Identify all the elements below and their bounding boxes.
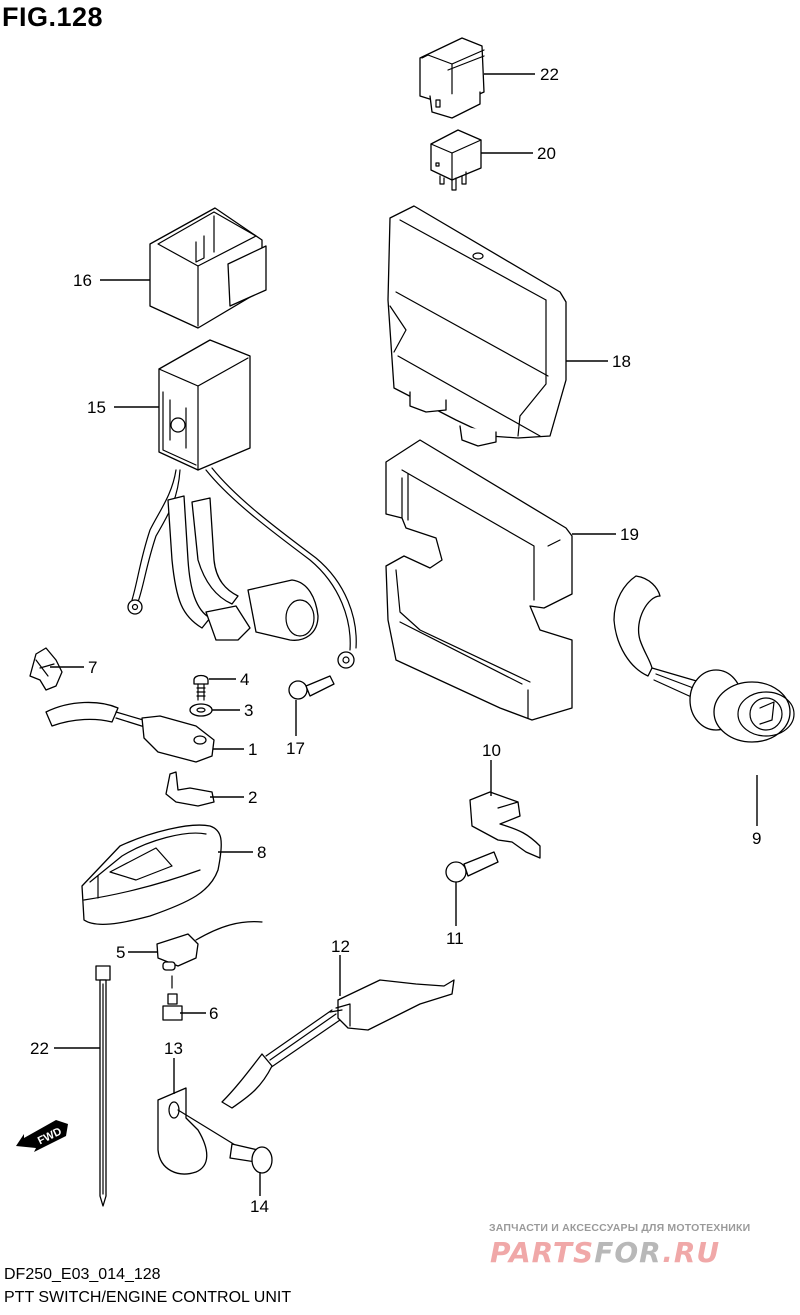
- callout-11[interactable]: 11: [446, 929, 464, 948]
- part-9-switch-assembly[interactable]: [613, 575, 795, 743]
- callout-18[interactable]: 18: [612, 352, 631, 371]
- part-20-relay[interactable]: [430, 129, 482, 191]
- part-6-screw[interactable]: [162, 975, 183, 1021]
- callout-17[interactable]: 17: [286, 739, 305, 758]
- part-5-micro-switch[interactable]: [156, 921, 263, 971]
- callout-13[interactable]: 13: [164, 1039, 183, 1058]
- watermark-logo-ru: .RU: [662, 1236, 721, 1269]
- part-11-bolt[interactable]: [445, 851, 499, 883]
- callout-21[interactable]: 22: [540, 65, 559, 84]
- watermark-logo-parts: PARTS: [490, 1236, 595, 1269]
- callout-7[interactable]: 7: [88, 658, 97, 677]
- part-12-switch-harness[interactable]: [221, 979, 455, 1109]
- fwd-arrow-icon: FWD: [16, 1120, 68, 1152]
- figure-code: DF250_E03_014_128: [4, 1266, 161, 1283]
- part-13-clamp[interactable]: [157, 1087, 241, 1175]
- part-7-clamp[interactable]: [29, 647, 63, 691]
- callout-15[interactable]: 15: [87, 398, 106, 417]
- leader-lines: [50, 73, 758, 1196]
- callout-10[interactable]: 10: [482, 741, 501, 760]
- part-22-cable-tie[interactable]: [95, 965, 111, 1207]
- callout-19[interactable]: 19: [620, 525, 639, 544]
- figure-title: FIG.128: [2, 2, 104, 32]
- part-15-rectifier-unit[interactable]: [127, 339, 357, 669]
- watermark-tagline: ЗАПЧАСТИ И АКСЕССУАРЫ ДЛЯ МОТОТЕХНИКИ: [489, 1222, 751, 1234]
- part-3-washer[interactable]: [189, 703, 213, 717]
- callout-3[interactable]: 3: [244, 701, 253, 720]
- part-1-ptt-switch-sensor[interactable]: [45, 701, 215, 763]
- part-10-clamp[interactable]: [469, 791, 541, 859]
- part-16-cap[interactable]: [149, 207, 267, 329]
- callout-1[interactable]: 1: [248, 740, 257, 759]
- callout-20[interactable]: 20: [537, 144, 556, 163]
- callout-22[interactable]: 22: [30, 1039, 49, 1058]
- watermark-logo[interactable]: PARTSFOR.RU: [490, 1236, 720, 1269]
- part-8-switch-cover[interactable]: [81, 824, 222, 925]
- callout-4[interactable]: 4: [240, 670, 249, 689]
- callout-2[interactable]: 2: [248, 788, 257, 807]
- callout-5[interactable]: 5: [116, 943, 125, 962]
- part-2-sensor-lever[interactable]: [165, 771, 215, 807]
- part-17-bolt[interactable]: [288, 675, 335, 700]
- part-14-screw[interactable]: [229, 1143, 273, 1174]
- part-19-ecu-cushion[interactable]: [385, 439, 573, 721]
- figure-caption: PTT SWITCH/ENGINE CONTROL UNIT: [4, 1289, 292, 1306]
- callout-8[interactable]: 8: [257, 843, 266, 862]
- callout-labels: 22 20 16 15 18 19 9 7 4 3 1 2 17 8 5 6 2…: [30, 65, 761, 1216]
- callout-6[interactable]: 6: [209, 1004, 218, 1023]
- callout-9[interactable]: 9: [752, 829, 761, 848]
- callout-12[interactable]: 12: [331, 937, 350, 956]
- part-4-screw[interactable]: [193, 674, 209, 701]
- callout-14[interactable]: 14: [250, 1197, 269, 1216]
- part-21-relay-cover[interactable]: [419, 37, 485, 119]
- part-18-engine-control-unit[interactable]: [387, 205, 567, 447]
- callout-16[interactable]: 16: [73, 271, 92, 290]
- watermark-logo-for: FOR: [594, 1236, 663, 1269]
